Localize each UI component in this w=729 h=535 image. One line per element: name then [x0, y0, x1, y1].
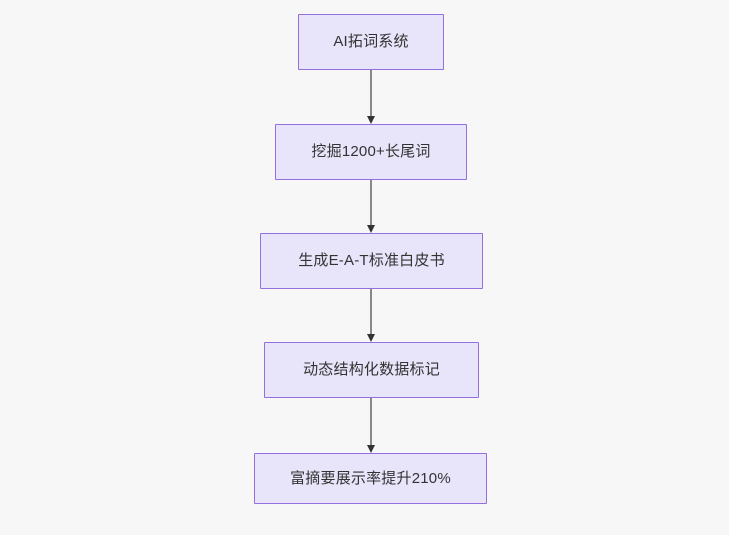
edge-line — [370, 289, 372, 334]
flow-node-label: 富摘要展示率提升210% — [290, 469, 451, 487]
edge-line — [370, 180, 372, 225]
flow-node-label: 生成E-A-T标准白皮书 — [298, 252, 445, 269]
flow-node-mine-longtail-keywords[interactable]: 挖掘1200+长尾词 — [275, 124, 467, 180]
flow-node-generate-eat-whitepaper[interactable]: 生成E-A-T标准白皮书 — [260, 233, 483, 289]
edge-line — [370, 70, 372, 116]
arrow-down-icon — [366, 225, 375, 233]
flow-node-dynamic-structured-data-markup[interactable]: 动态结构化数据标记 — [264, 342, 479, 398]
flow-node-label: 挖掘1200+长尾词 — [311, 143, 431, 160]
arrow-down-icon — [366, 334, 375, 342]
flow-node-rich-snippet-impression-uplift[interactable]: 富摘要展示率提升210% — [254, 453, 487, 504]
arrow-down-icon — [366, 116, 375, 124]
flow-node-ai-keyword-system[interactable]: AI拓词系统 — [298, 14, 444, 70]
flow-node-label: 动态结构化数据标记 — [303, 361, 440, 378]
edge-line — [370, 398, 372, 445]
arrow-down-icon — [366, 445, 375, 453]
flow-node-label: AI拓词系统 — [333, 33, 409, 50]
